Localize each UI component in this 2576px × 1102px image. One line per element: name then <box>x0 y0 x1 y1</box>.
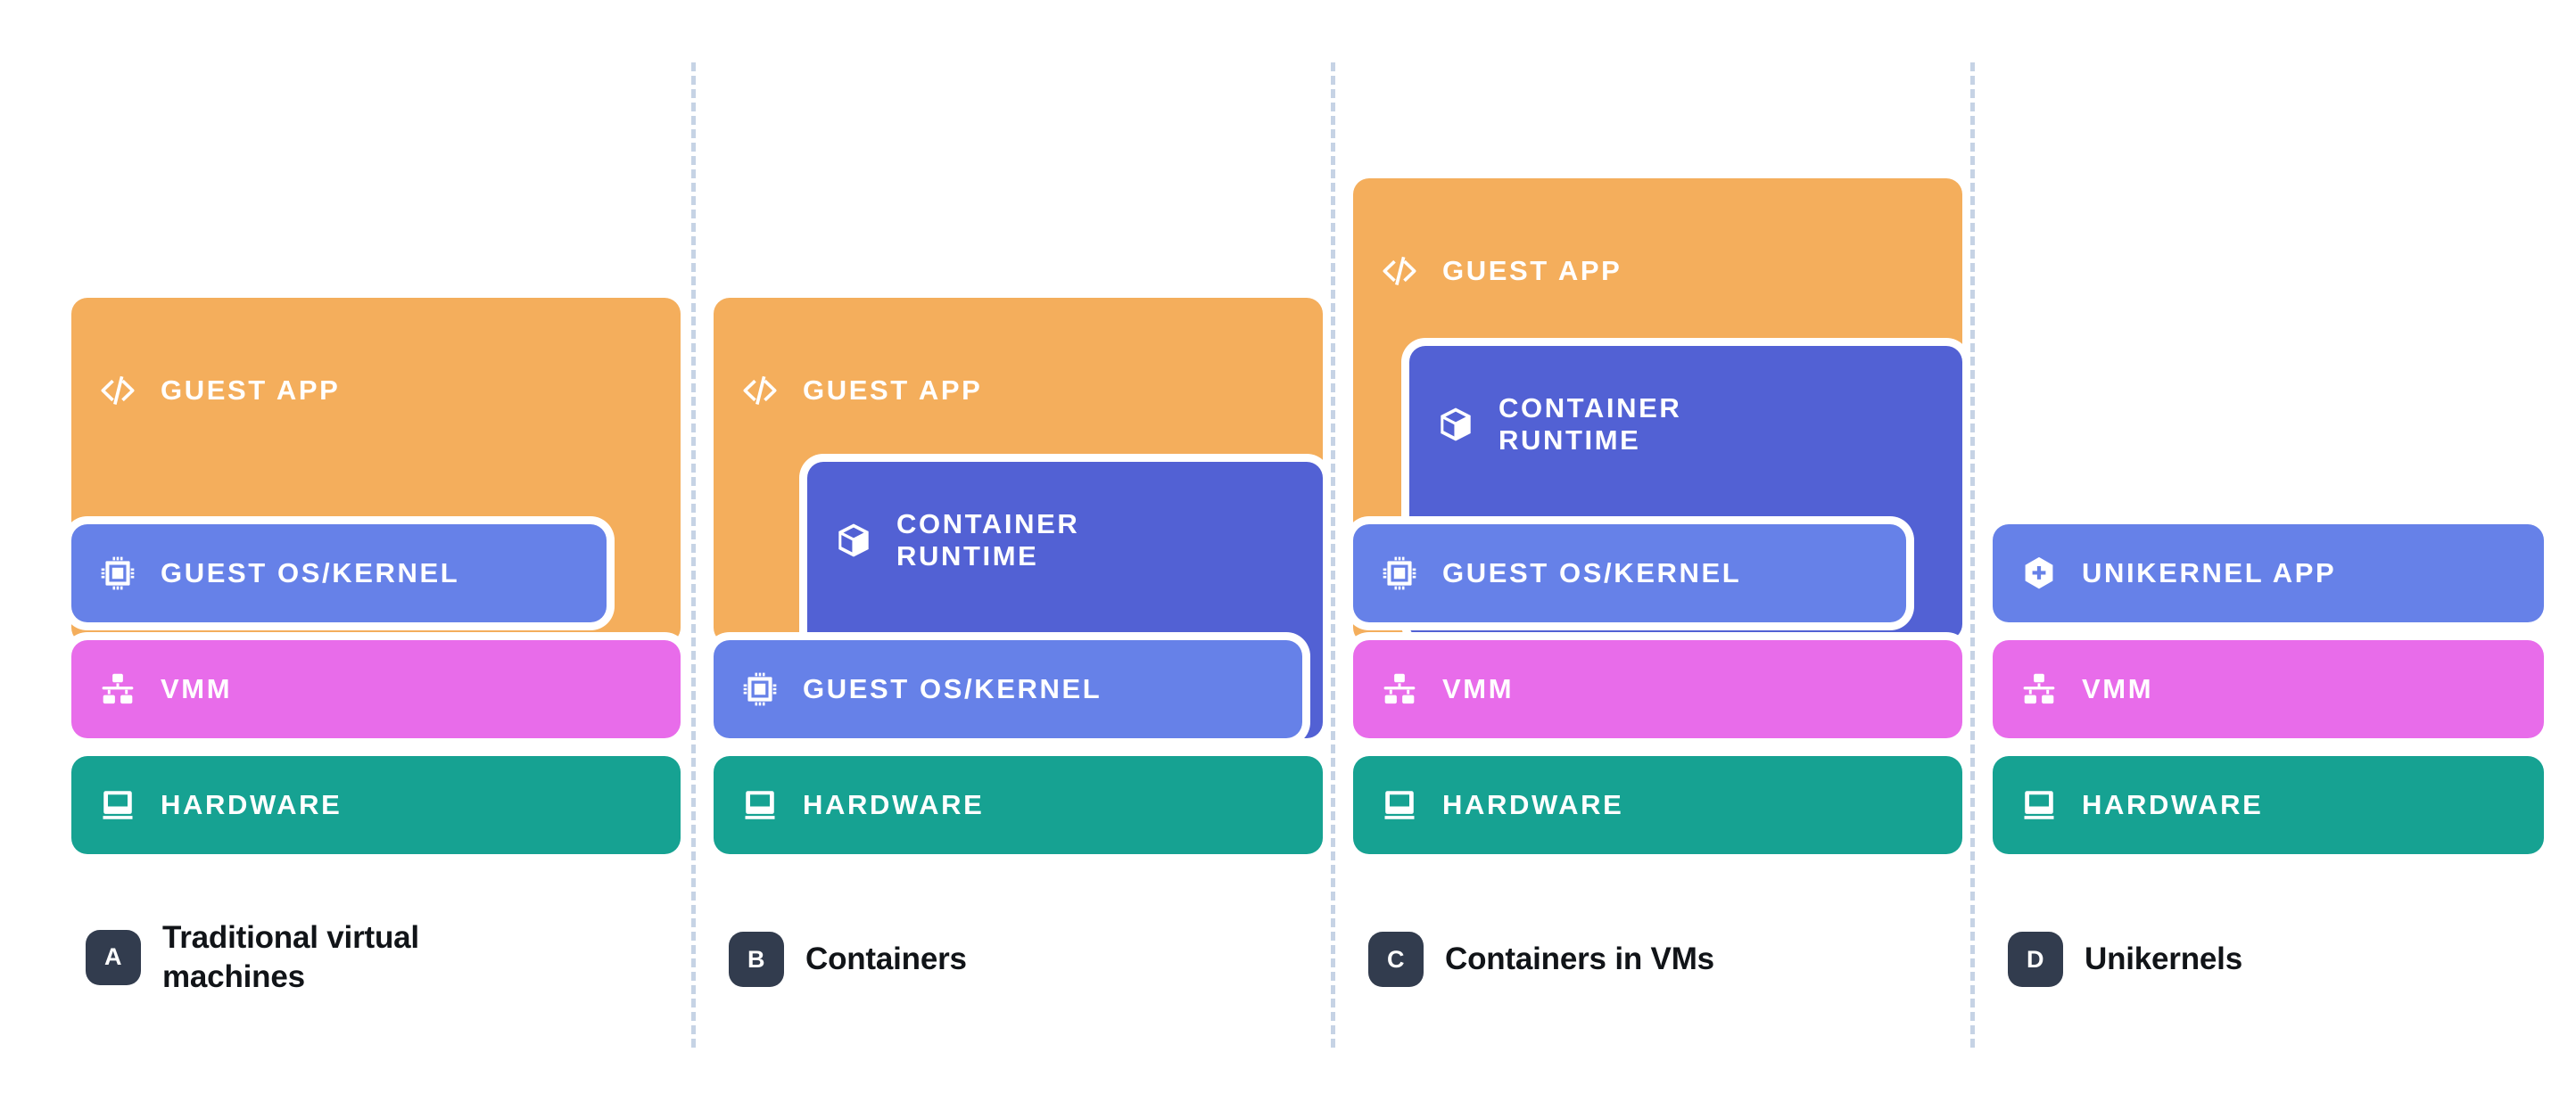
layer-label-unikernel-app: Unikernel App <box>2082 556 2337 588</box>
layer-vmm[interactable]: VMM <box>1353 640 1962 738</box>
cube-box-icon <box>1436 405 1475 444</box>
panel-unikernels: Unikernel App VMM Hardware D Unikernels <box>1970 0 2576 1102</box>
caption-panel-b: B Containers <box>729 932 967 987</box>
layer-label-vmm: VMM <box>1442 672 1515 704</box>
cpu-chip-icon <box>98 554 137 593</box>
cpu-chip-icon <box>740 670 780 709</box>
layer-vmm[interactable]: VMM <box>71 640 681 738</box>
panel-badge: B <box>729 932 784 987</box>
layer-label-hardware: Hardware <box>161 788 343 820</box>
layer-label-guest-os-kernel: Guest OS/Kernel <box>1442 556 1742 588</box>
layer-hardware[interactable]: Hardware <box>714 756 1323 854</box>
layer-label-guest-app: Guest App <box>1442 254 1622 286</box>
cpu-chip-icon <box>1380 554 1419 593</box>
layer-unikernel-app[interactable]: Unikernel App <box>1993 524 2544 622</box>
hierarchy-nodes-icon <box>98 670 137 709</box>
layer-hardware[interactable]: Hardware <box>1993 756 2544 854</box>
layer-label-container-runtime: Container Runtime <box>1499 392 1682 456</box>
layer-label-guest-app: Guest App <box>161 374 341 406</box>
desktop-computer-icon <box>1380 785 1419 825</box>
layer-label-vmm: VMM <box>2082 672 2154 704</box>
hierarchy-nodes-icon <box>2019 670 2059 709</box>
layer-label-hardware: Hardware <box>803 788 985 820</box>
panel-badge: C <box>1368 932 1424 987</box>
caption-panel-a: A Traditional virtual machines <box>86 918 419 997</box>
panel-containers: Guest App Container Runtime Guest OS/Ker… <box>691 0 1331 1102</box>
panel-caption-text: Containers in VMs <box>1445 942 1714 977</box>
column-divider-cd <box>1970 62 1975 1048</box>
desktop-computer-icon <box>2019 785 2059 825</box>
layer-hardware[interactable]: Hardware <box>1353 756 1962 854</box>
cube-box-icon <box>834 521 873 560</box>
panel-badge: A <box>86 929 141 985</box>
column-divider-ab <box>691 62 696 1048</box>
layer-label-guest-os-kernel: Guest OS/Kernel <box>161 556 460 588</box>
layer-label-guest-app: Guest App <box>803 374 983 406</box>
layer-label-guest-os-kernel: Guest OS/Kernel <box>803 672 1102 704</box>
layer-vmm[interactable]: VMM <box>1993 640 2544 738</box>
caption-panel-c: C Containers in VMs <box>1368 932 1714 987</box>
layer-label-vmm: VMM <box>161 672 233 704</box>
layer-guest-os-kernel[interactable]: Guest OS/Kernel <box>1353 524 1906 622</box>
layer-guest-os-kernel[interactable]: Guest OS/Kernel <box>71 524 607 622</box>
column-divider-bc <box>1331 62 1335 1048</box>
hierarchy-nodes-icon <box>1380 670 1419 709</box>
panel-traditional-virtual-machines: Guest App Guest OS/Kernel VMM Hardware A… <box>0 0 691 1102</box>
layer-guest-os-kernel[interactable]: Guest OS/Kernel <box>714 640 1302 738</box>
panel-caption-text: Containers <box>805 942 967 977</box>
code-brackets-icon <box>1380 251 1419 291</box>
layer-label-hardware: Hardware <box>2082 788 2264 820</box>
desktop-computer-icon <box>740 785 780 825</box>
panel-badge: D <box>2008 932 2063 987</box>
layer-label-container-runtime: Container Runtime <box>896 508 1080 572</box>
code-brackets-icon <box>98 371 137 410</box>
layer-label-hardware: Hardware <box>1442 788 1624 820</box>
hexagon-plus-icon <box>2019 554 2059 593</box>
layer-hardware[interactable]: Hardware <box>71 756 681 854</box>
panel-caption-text: Traditional virtual machines <box>162 920 419 994</box>
panel-containers-in-vms: Guest App Container Runtime Guest OS/Ker… <box>1331 0 1970 1102</box>
caption-panel-d: D Unikernels <box>2008 932 2242 987</box>
panel-caption-text: Unikernels <box>2085 942 2242 977</box>
desktop-computer-icon <box>98 785 137 825</box>
code-brackets-icon <box>740 371 780 410</box>
